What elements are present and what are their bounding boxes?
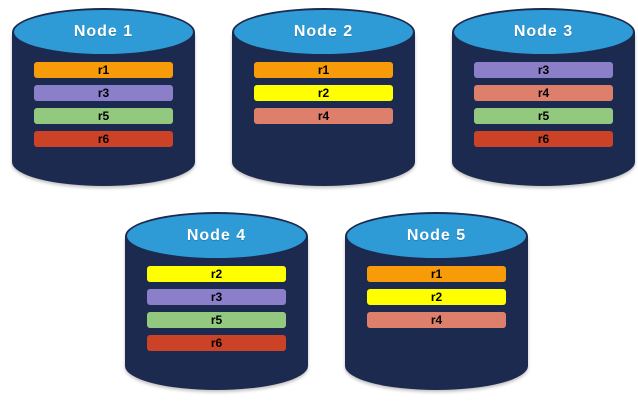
- cylinder-top-ellipse: [345, 212, 528, 260]
- replica-label: r3: [210, 290, 223, 304]
- replica-label: r2: [317, 86, 330, 100]
- replica-bar[interactable]: r1: [33, 62, 174, 78]
- replica-bar[interactable]: r6: [33, 131, 174, 147]
- replica-label: r5: [210, 313, 223, 327]
- replica-list: r3 r4 r5 r6: [473, 62, 614, 147]
- replica-bar[interactable]: r3: [33, 85, 174, 101]
- replica-label: r4: [430, 313, 443, 327]
- replica-label: r6: [97, 132, 110, 146]
- replica-bar[interactable]: r5: [473, 108, 614, 124]
- cylinder-top-ellipse: [125, 212, 308, 260]
- replica-bar[interactable]: r6: [473, 131, 614, 147]
- replica-label: r2: [210, 267, 223, 281]
- replica-label: r1: [317, 63, 330, 77]
- replica-list: r1 r2 r4: [366, 266, 507, 328]
- replica-label: r1: [430, 267, 443, 281]
- replica-label: r6: [210, 336, 223, 350]
- replica-bar[interactable]: r4: [473, 85, 614, 101]
- replica-bar[interactable]: r2: [366, 289, 507, 305]
- replica-bar[interactable]: r6: [146, 335, 287, 351]
- replica-label: r3: [97, 86, 110, 100]
- replica-list: r1 r3 r5 r6: [33, 62, 174, 147]
- replica-bar[interactable]: r4: [253, 108, 394, 124]
- replica-label: r5: [97, 109, 110, 123]
- replica-label: r3: [537, 63, 550, 77]
- replica-label: r4: [317, 109, 330, 123]
- replica-bar[interactable]: r3: [473, 62, 614, 78]
- replica-label: r2: [430, 290, 443, 304]
- replica-bar[interactable]: r3: [146, 289, 287, 305]
- cylinder-top-ellipse: [12, 8, 195, 56]
- replica-list: r2 r3 r5 r6: [146, 266, 287, 351]
- replica-label: r4: [537, 86, 550, 100]
- replica-list: r1 r2 r4: [253, 62, 394, 124]
- replica-label: r5: [537, 109, 550, 123]
- cylinder-top-ellipse: [452, 8, 635, 56]
- replica-bar[interactable]: r5: [33, 108, 174, 124]
- cylinder-top-ellipse: [232, 8, 415, 56]
- replica-label: r6: [537, 132, 550, 146]
- replica-bar[interactable]: r2: [146, 266, 287, 282]
- replica-bar[interactable]: r1: [366, 266, 507, 282]
- replica-bar[interactable]: r2: [253, 85, 394, 101]
- replica-bar[interactable]: r4: [366, 312, 507, 328]
- replica-bar[interactable]: r5: [146, 312, 287, 328]
- replica-label: r1: [97, 63, 110, 77]
- replica-bar[interactable]: r1: [253, 62, 394, 78]
